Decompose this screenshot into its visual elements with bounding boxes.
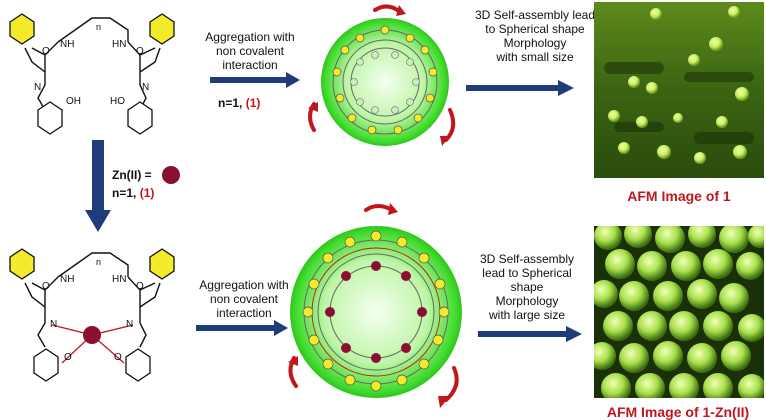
afm-caption-bottom: AFM Image of 1-Zn(II) [590,404,766,420]
n-value: n=1, [218,96,242,110]
phenol-ring [38,102,62,134]
phenyl-ring [10,14,34,44]
oxygen-label: O [42,281,50,292]
n-label: N [142,82,149,93]
n-subscript: n [96,257,101,267]
top-n-label: n=1, (1) [218,96,298,110]
ho-label: HO [110,96,125,107]
nh-label: NH [60,274,74,285]
n-subscript: n [96,22,101,32]
oxygen-label: O [42,46,50,57]
oxygen-label: O [136,281,144,292]
phenolate-ring [126,349,150,381]
n-label: N [34,82,41,93]
bottom-assembly-label: 3D Self-assembly lead to Spherical shape… [468,252,586,322]
afm-image-large [594,226,764,398]
afm-caption-top: AFM Image of 1 [594,188,764,204]
small-sphere-assembly [300,0,470,165]
hn-label: HN [112,274,126,285]
middle-n-label: n=1, (1) [112,186,192,200]
top-assembly-label: 3D Self-assembly lead to Spherical shape… [460,8,610,64]
down-arrow [85,140,111,232]
oh-label: OH [66,96,81,107]
compound-id: (1) [246,96,261,110]
phenolate-ring [34,349,58,381]
large-sphere-assembly [278,200,474,420]
n-label: N [126,319,133,330]
right-arrow-top-2 [466,78,574,98]
top-aggregation-label: Aggregation with non covalent interactio… [196,30,304,72]
zinc-complex-structure: NH HN n O O N N O O [0,235,190,415]
oxygen-label: O [114,352,122,363]
zinc-legend-dot [160,164,182,186]
hn-label: HN [112,39,126,50]
compound-id: (1) [140,186,155,200]
phenyl-ring [10,249,34,279]
n-value: n=1, [112,186,136,200]
afm-image-small [594,2,764,178]
nh-label: NH [60,39,74,50]
phenol-ring [128,102,152,134]
oxygen-label: O [64,352,72,363]
zinc-ion [83,326,101,344]
phenyl-ring [150,249,174,279]
oxygen-label: O [136,46,144,57]
n-label: N [50,319,57,330]
right-arrow-bottom-1 [196,318,288,338]
right-arrow-top-1 [210,70,300,90]
right-arrow-bottom-2 [478,324,582,344]
phenyl-ring [150,14,174,44]
